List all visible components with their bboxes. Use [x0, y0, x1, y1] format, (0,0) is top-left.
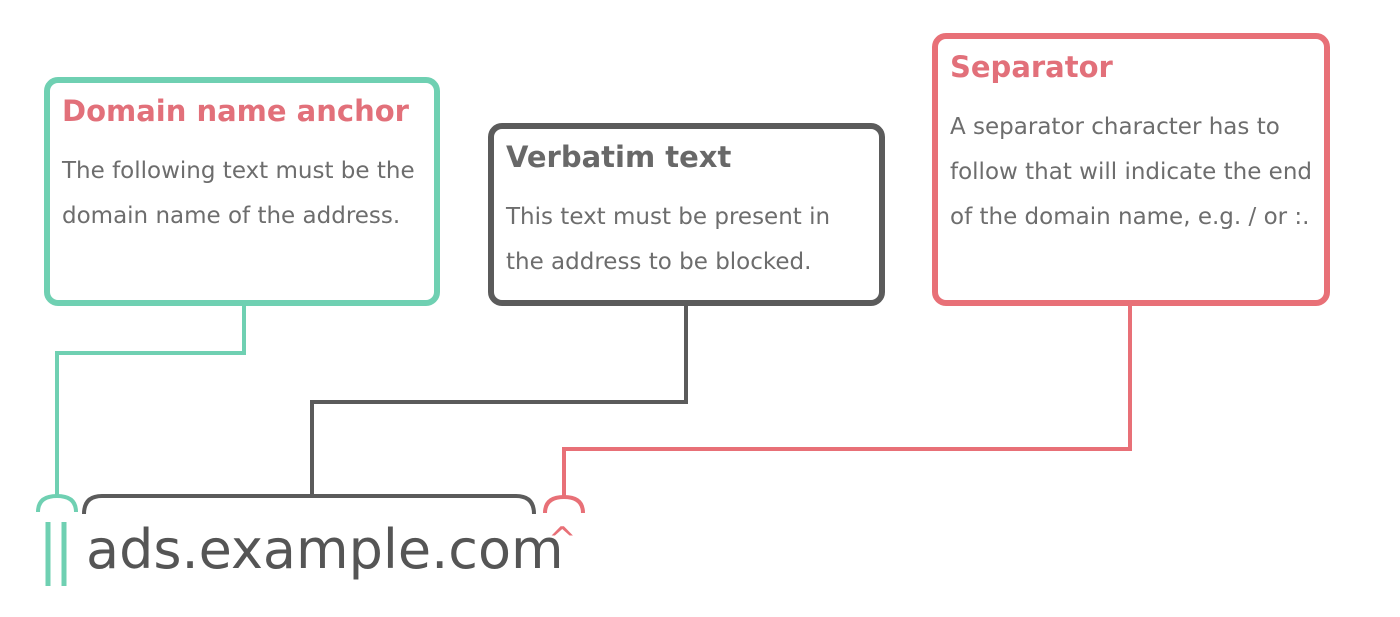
domain-anchor-description: The following text must be the domain na… — [62, 158, 415, 229]
verbatim-connector-line — [310, 306, 688, 496]
verbatim-text-box: Verbatim text This text must be present … — [488, 123, 885, 306]
rule-domain-text: ads.example.com — [86, 518, 564, 581]
separator-title: Separator — [950, 50, 1113, 84]
separator-box: Separator A separator character has to f… — [932, 33, 1330, 306]
verbatim-text-description: This text must be present in the address… — [506, 204, 831, 275]
separator-connector-line — [562, 306, 1132, 497]
verbatim-text-title: Verbatim text — [506, 140, 732, 174]
separator-bracket-cap — [543, 494, 585, 514]
verbatim-bracket — [82, 494, 536, 515]
domain-anchor-title: Domain name anchor — [62, 94, 409, 128]
anchor-connector-line — [55, 306, 246, 498]
separator-description: A separator character has to follow that… — [950, 114, 1313, 230]
anchor-bracket-cap — [36, 493, 78, 513]
domain-anchor-box: Domain name anchor The following text mu… — [44, 77, 440, 306]
separator-caret-symbol: ^ — [548, 520, 577, 560]
